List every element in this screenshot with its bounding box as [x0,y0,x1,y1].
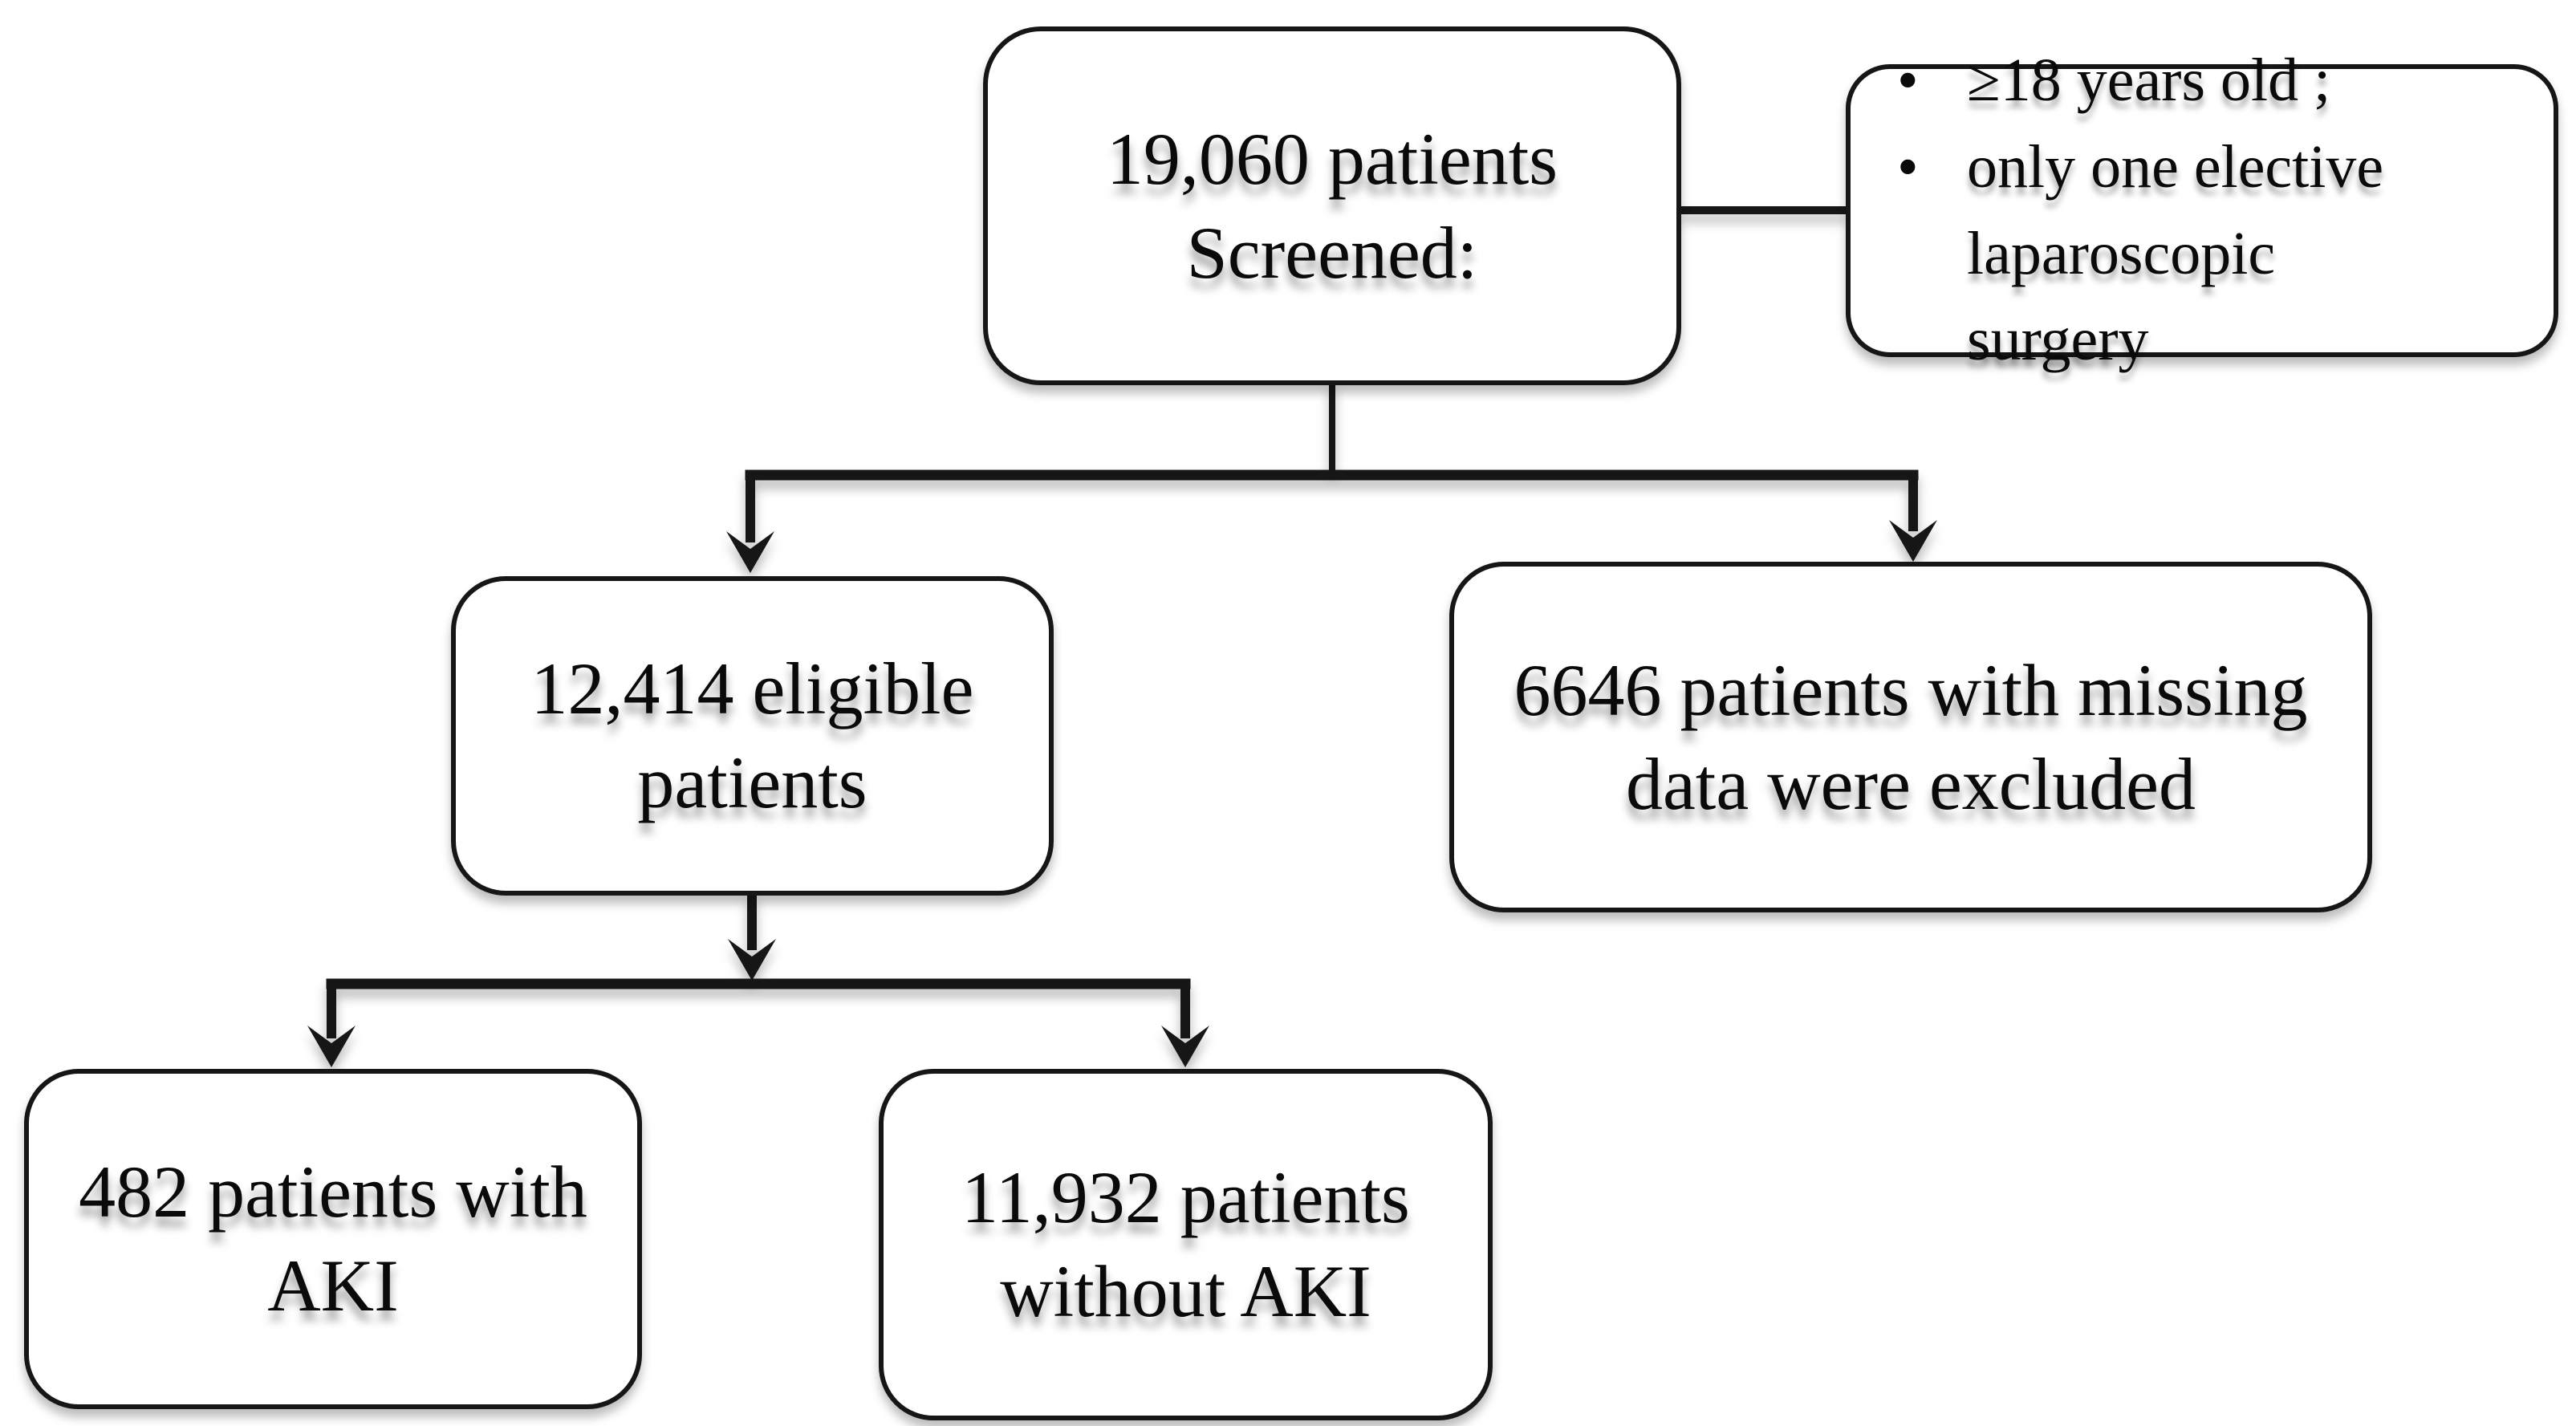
eligible-patients-box: 12,414 eligible patients [451,576,1054,896]
criteria-age-text: ≥18 years old ; [1967,46,2331,114]
screened-label-line: Screened: [1186,211,1478,294]
bullet-icon: • [1897,132,1919,201]
screened-patients-box: 19,060 patients Screened: [983,26,1681,385]
no-aki-label-line: without AKI [1000,1250,1371,1332]
bullet-icon: • [1897,46,1919,114]
excluded-patients-box: 6646 patients with missing data were exc… [1449,562,2372,912]
arrowhead-eligible-split [728,939,776,981]
eligible-label-line: patients [637,741,867,823]
inclusion-criteria-box: • ≥18 years old ; • only one elective la… [1846,47,2558,373]
arrowhead-eligible [726,531,774,573]
criteria-surgery-text: only one elective laparoscopic surgery [1967,132,2384,374]
no-aki-patients-box: 11,932 patients without AKI [879,1069,1493,1420]
arrowhead-aki [307,1026,356,1067]
criteria-item-surgery: • only one elective laparoscopic surgery [1875,124,2468,384]
aki-count-line: 482 patients with [79,1151,587,1233]
eligible-count-line: 12,414 eligible [530,648,974,730]
arrowhead-no-aki [1161,1026,1209,1067]
aki-label-line: AKI [267,1245,399,1326]
no-aki-count-line: 11,932 patients [961,1156,1410,1239]
aki-patients-box: 482 patients with AKI [24,1069,642,1409]
excluded-label-line: data were excluded [1625,742,2196,825]
arrowhead-excluded [1889,520,1937,562]
excluded-count-line: 6646 patients with missing [1514,648,2308,731]
criteria-item-age: • ≥18 years old ; [1875,38,2468,124]
screened-count-line: 19,060 patients [1106,117,1558,200]
